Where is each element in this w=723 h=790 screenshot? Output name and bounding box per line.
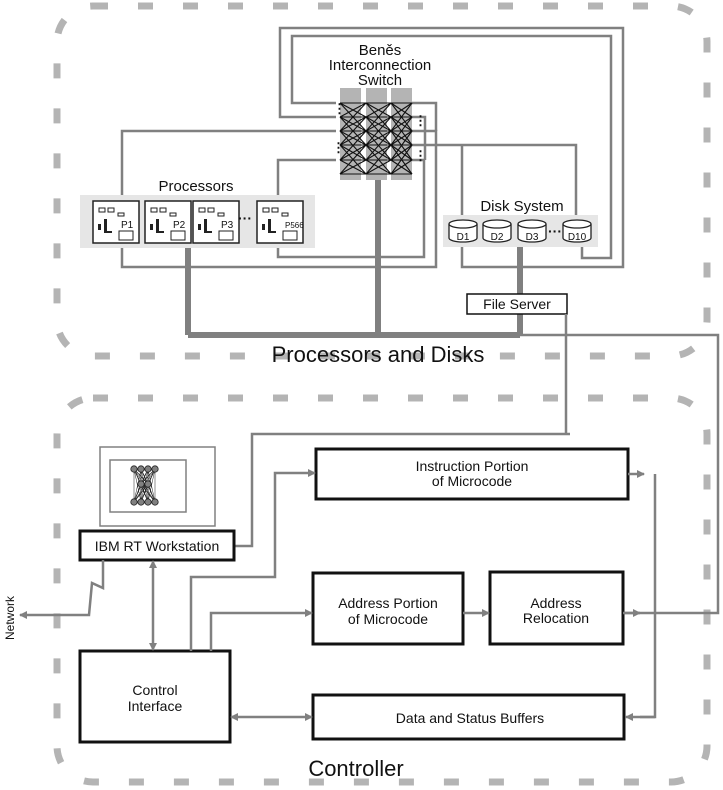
switch-link [390,116,413,132]
processor-p1: P1 [92,200,140,244]
workstation-label: IBM RT Workstation [95,538,219,554]
benes-switch: ⋮ ⋮ ⋮ ⋮ [332,88,427,180]
processors-and-disks-region-border [53,2,711,360]
disk-d2: D2 [482,219,512,243]
network-link [19,560,105,619]
address-microcode-box [311,571,465,646]
processors-and-disks-title: Processors and Disks [272,342,485,367]
switch-link [390,102,413,132]
switch-link [365,144,392,175]
switch-label-3: Switch [358,72,402,89]
disk-label: D10 [568,232,587,243]
control-interface-label-2: Interface [128,698,183,714]
switch-link [390,144,413,161]
address-relocation-box [488,570,625,646]
switch-label-2: Interconnection [329,57,432,74]
workstation-box [78,529,236,562]
controller-wires [149,469,657,721]
svg-text:⋮: ⋮ [333,101,346,116]
disk-system-label: Disk System [480,198,563,215]
switch-link [365,130,392,161]
switch-link [390,130,413,161]
switch-stage-3 [391,88,412,180]
relocation-external-wire [520,333,720,615]
switch-link [339,144,367,175]
disk-label: D2 [491,232,504,243]
switch-link [365,116,392,132]
switch-link [339,159,367,175]
data-buffers-label: Data and Status Buffers [396,710,544,726]
address-portion-label-1: Address Portion [338,595,438,611]
switch-link [365,130,392,146]
processor-p2: P2 [144,200,192,244]
switch-link [365,159,392,175]
switch-link [390,159,413,175]
processors-ellipsis: ··· [238,210,252,226]
svg-text:⋮: ⋮ [332,140,345,155]
switch-link [339,144,367,161]
network-label: Network [3,595,17,640]
processor-p566: P566 [256,200,304,244]
switch-link [339,116,367,132]
file-server-box [466,293,568,315]
processors-label: Processors [158,178,233,195]
switch-link [365,102,392,118]
processor-label: P2 [173,220,186,231]
processor-p3: P3 [192,200,240,244]
switch-link [365,144,392,161]
switch-link [365,102,392,132]
switch-link [365,116,392,146]
svg-text:⋮: ⋮ [414,148,427,163]
switch-link [390,116,413,146]
disks-ellipsis: ··· [548,223,562,239]
file-server-to-workstation-wire [234,314,570,548]
instruction-label-2: of Microcode [432,473,512,489]
switch-link [390,144,413,175]
disk-d1: D1 [448,219,478,243]
instruction-label-1: Instruction Portion [416,458,529,474]
control-interface-label-1: Control [132,682,177,698]
switch-link [339,102,367,132]
controller-title: Controller [308,756,403,781]
file-server-label: File Server [483,296,551,312]
processor-label: P566 [285,221,304,230]
disk-d10: D10 [562,219,592,243]
disk-label: D1 [457,232,470,243]
switch-crossbar [339,102,413,175]
data-status-buffers-box [311,693,626,741]
switch-link [339,130,367,146]
switch-link [339,102,367,118]
switch-link [339,130,367,161]
switch-link [390,102,413,118]
control-interface-box [78,649,232,744]
address-relocation-label-1: Address [530,595,581,611]
disk-d3: D3 [517,219,547,243]
network-graph-icon [130,465,159,506]
switch-link [339,116,367,146]
buses [185,180,523,338]
address-portion-label-2: of Microcode [348,611,428,627]
switch-link [390,130,413,146]
address-relocation-label-2: Relocation [523,610,589,626]
svg-text:⋮: ⋮ [414,113,427,128]
switch-label-1: Beněs [359,42,402,59]
disk-label: D3 [526,232,539,243]
processor-label: P1 [121,220,134,231]
switch-dots: ⋮ ⋮ ⋮ ⋮ [332,101,427,163]
processor-label: P3 [221,220,234,231]
switch-loop-wires [120,26,625,269]
